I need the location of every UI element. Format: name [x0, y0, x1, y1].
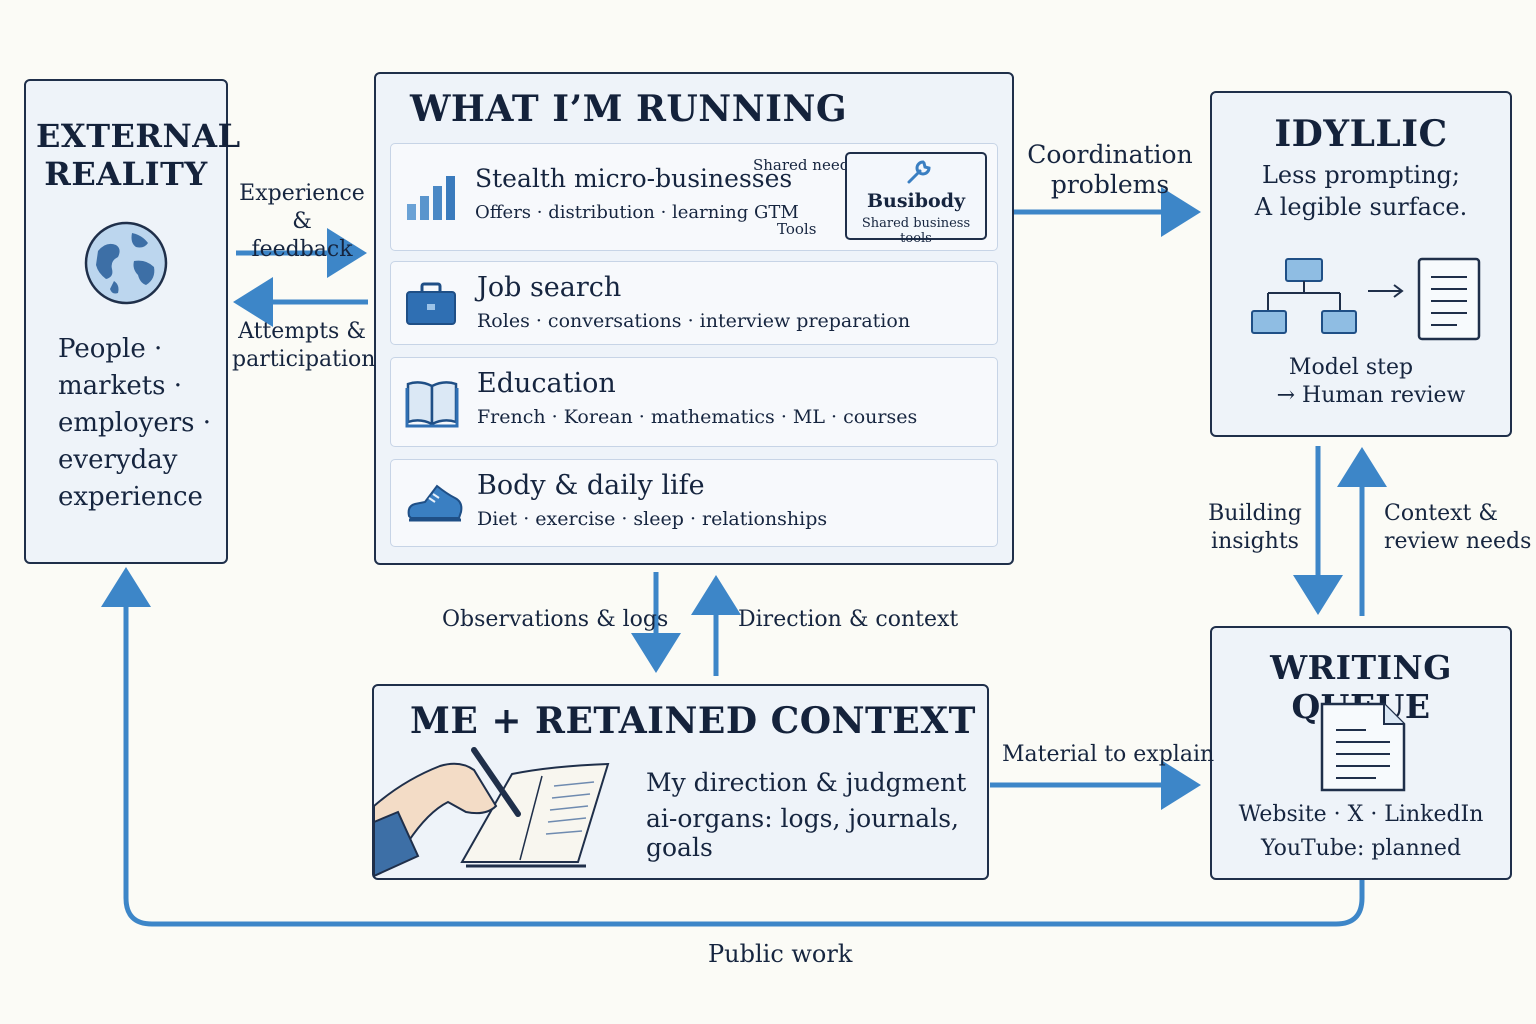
external-list-item: experience — [58, 482, 203, 512]
row-title: Education — [477, 368, 616, 399]
row-title: Stealth micro-businesses — [475, 164, 793, 193]
direction-context-label: Direction & context — [738, 607, 959, 632]
external-list-item: People · — [58, 334, 163, 364]
wrench-icon — [905, 158, 933, 190]
external-reality-box: EXTERNAL REALITY People · markets · empl… — [24, 79, 241, 564]
material-to-explain-label: Material to explain — [1002, 742, 1215, 767]
me-retained-context-title: ME + RETAINED CONTEXT — [410, 700, 976, 742]
me-line-1: My direction & judgment — [646, 768, 967, 797]
observations-logs-label: Observations & logs — [442, 607, 669, 632]
running-row-body-daily-life: Body & daily life Diet · exercise · slee… — [390, 459, 998, 547]
me-line-2: ai-organs: logs, journals, goals — [646, 804, 959, 862]
what-im-running-title: WHAT I’M RUNNING — [410, 88, 848, 130]
context-review-needs-label: Context & review needs — [1384, 500, 1531, 556]
row-title: Job search — [477, 272, 622, 303]
arrow-right-icon — [1366, 283, 1406, 303]
coordination-problems-label: Coordination problems — [1022, 140, 1198, 200]
hierarchy-icon — [1250, 257, 1360, 339]
external-list-item: everyday — [58, 445, 178, 475]
queue-line-1: Website · X · LinkedIn — [1238, 802, 1484, 827]
what-im-running-box: WHAT I’M RUNNING Stealth micro-businesse… — [374, 72, 1014, 565]
busibody-subtitle: Shared business tools — [861, 216, 971, 246]
globe-icon — [84, 221, 168, 309]
writing-queue-box: WRITING QUEUE Website · X · LinkedIn You… — [1210, 626, 1512, 880]
context-review-needs-line-2: review needs — [1384, 529, 1532, 554]
idyllic-box: IDYLLIC Less prompting; A legible surfac… — [1210, 91, 1512, 437]
idyllic-title: IDYLLIC — [1274, 113, 1448, 155]
external-list-item: markets · — [58, 371, 183, 401]
busibody-box: Busibody Shared business tools — [845, 152, 987, 246]
shared-needs-label: Shared needs — [753, 156, 858, 174]
document-icon — [1320, 702, 1406, 796]
row-subtitle: Diet · exercise · sleep · relationships — [477, 508, 828, 530]
idyllic-line-2: A legible surface. — [1254, 193, 1468, 221]
running-row-education: Education French · Korean · mathematics … — [390, 357, 998, 447]
tools-label: Tools — [777, 220, 817, 238]
coordination-problems-line-1: Coordination — [1027, 140, 1193, 169]
busibody-title: Busibody — [866, 190, 966, 212]
attempts-participation-label: Attempts & participation — [232, 318, 376, 374]
building-insights-label: Building insights — [1206, 500, 1304, 556]
sneaker-icon — [405, 482, 463, 530]
book-icon — [405, 378, 459, 432]
experience-feedback-label: Experience & feedback — [232, 180, 372, 264]
running-row-job-search: Job search Roles · conversations · inter… — [390, 261, 998, 345]
document-icon — [1417, 257, 1481, 345]
row-title: Body & daily life — [477, 470, 705, 501]
bar-chart-icon — [405, 174, 455, 228]
building-insights-line-2: insights — [1211, 529, 1299, 554]
briefcase-icon — [405, 282, 457, 330]
idyllic-line-1: Less prompting; — [1261, 161, 1461, 189]
idyllic-flow-2: → Human review — [1276, 383, 1466, 408]
experience-feedback-line-2: feedback — [251, 237, 353, 262]
row-subtitle: Roles · conversations · interview prepar… — [477, 310, 911, 332]
attempts-participation-line-2: participation — [232, 347, 376, 372]
queue-line-2: YouTube: planned — [1260, 836, 1462, 861]
public-work-label: Public work — [708, 940, 853, 968]
attempts-participation-line-1: Attempts & — [238, 319, 366, 344]
context-review-needs-line-1: Context & — [1384, 501, 1498, 526]
writing-hand-icon — [373, 746, 624, 882]
external-reality-title: EXTERNAL REALITY — [36, 117, 241, 193]
external-list-item: employers · — [58, 408, 212, 438]
running-row-micro-businesses: Stealth micro-businesses Offers · distri… — [390, 143, 998, 251]
coordination-problems-line-2: problems — [1050, 170, 1170, 199]
row-subtitle: Offers · distribution · learning GTM — [475, 202, 799, 223]
idyllic-flow-1: Model step — [1288, 355, 1414, 380]
experience-feedback-line-1: Experience & — [239, 181, 365, 234]
building-insights-line-1: Building — [1208, 501, 1302, 526]
row-subtitle: French · Korean · mathematics · ML · cou… — [477, 406, 918, 428]
me-retained-context-box: ME + RETAINED CONTEXT My direction & jud… — [372, 684, 989, 880]
external-list: People · markets · employers · everyday … — [58, 331, 211, 516]
